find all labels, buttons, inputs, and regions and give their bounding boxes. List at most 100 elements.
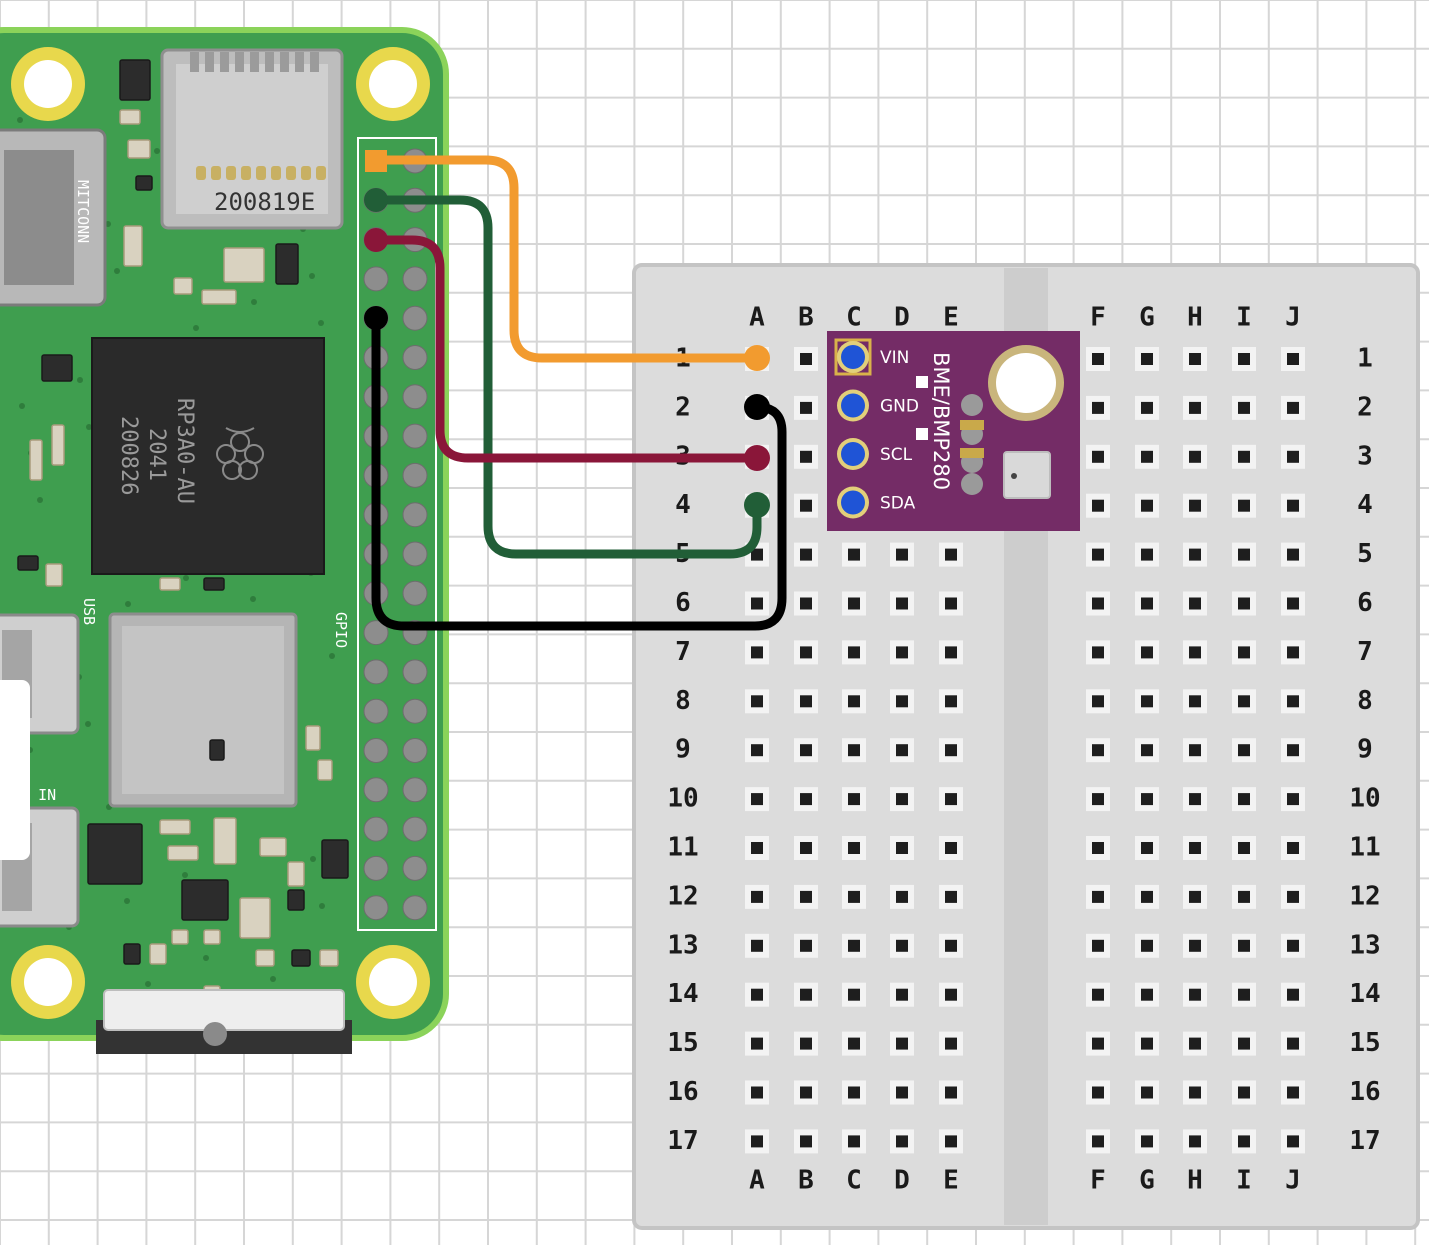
column-label-top-c: C: [846, 303, 862, 333]
row-label-right-10: 10: [1349, 784, 1380, 814]
wires: [364, 155, 787, 631]
sda-wire[interactable]: [371, 195, 762, 559]
usb-cable-edge: [0, 680, 30, 860]
row-label-left-2: 2: [675, 392, 691, 422]
column-label-top-e: E: [943, 303, 959, 333]
row-label-left-4: 4: [675, 490, 691, 520]
row-label-left-13: 13: [667, 930, 698, 960]
row-label-left-6: 6: [675, 588, 691, 618]
wireless-module-shield: [108, 612, 298, 808]
raspberry-pi-zero-board[interactable]: 200819E MITCONN RP3A0-AU 2041 200826: [0, 27, 449, 1054]
smd-components: [17, 59, 349, 1001]
row-label-left-14: 14: [667, 979, 698, 1009]
row-label-right-16: 16: [1349, 1077, 1380, 1107]
bme280-chip: [1003, 451, 1051, 499]
scl-wire-start-end: [364, 228, 388, 252]
gpio-silk-label: GPIO: [332, 612, 350, 648]
row-label-right-5: 5: [1357, 539, 1373, 569]
vin-square-pad: [834, 338, 872, 376]
usb-silk-label: USB: [80, 598, 98, 625]
sda-wire-breadboard-end[interactable]: [744, 492, 770, 518]
row-label-right-9: 9: [1357, 735, 1373, 765]
row-label-left-11: 11: [667, 833, 698, 863]
gnd-wire[interactable]: [371, 313, 787, 631]
mount-hole-bottom-right: [356, 945, 430, 1019]
row-label-right-2: 2: [1357, 392, 1373, 422]
row-label-right-12: 12: [1349, 881, 1380, 911]
sensor-marker-2: [916, 428, 928, 440]
sensor-marker-1: [916, 376, 928, 388]
column-label-top-j: J: [1285, 303, 1301, 333]
row-label-right-8: 8: [1357, 686, 1373, 716]
row-label-left-12: 12: [667, 881, 698, 911]
column-label-bottom-h: H: [1187, 1166, 1203, 1196]
camera-connector: [96, 989, 352, 1054]
sensor-pin-label-sda: SDA: [880, 494, 916, 514]
chip-line-1: RP3A0-AU: [172, 398, 197, 504]
column-label-bottom-c: C: [846, 1166, 862, 1196]
column-label-top-a: A: [749, 303, 765, 333]
sensor-pin-vin[interactable]: [841, 345, 865, 369]
column-label-bottom-a: A: [749, 1166, 765, 1196]
mitconn-label: MITCONN: [74, 180, 92, 243]
gnd-wire-breadboard-end[interactable]: [744, 394, 770, 420]
column-label-bottom-j: J: [1285, 1166, 1301, 1196]
row-label-left-17: 17: [667, 1126, 698, 1156]
row-label-left-10: 10: [667, 784, 698, 814]
sensor-pin-label-gnd: GND: [880, 397, 919, 417]
raspberry-icon: [216, 427, 264, 480]
column-label-bottom-f: F: [1090, 1166, 1106, 1196]
column-label-bottom-d: D: [894, 1166, 910, 1196]
column-label-bottom-b: B: [798, 1166, 814, 1196]
sda-wire-start-end: [364, 188, 388, 212]
row-label-right-1: 1: [1357, 344, 1373, 374]
row-label-right-7: 7: [1357, 637, 1373, 667]
sensor-pin-label-scl: SCL: [880, 445, 913, 465]
row-label-left-9: 9: [675, 735, 691, 765]
column-label-bottom-e: E: [943, 1166, 959, 1196]
column-label-top-i: I: [1236, 303, 1252, 333]
sd-slot-label: 200819E: [214, 188, 315, 216]
row-label-right-14: 14: [1349, 979, 1380, 1009]
row-label-left-15: 15: [667, 1028, 698, 1058]
mount-hole-bottom-left: [11, 945, 85, 1019]
row-label-right-3: 3: [1357, 441, 1373, 471]
column-label-top-b: B: [798, 303, 814, 333]
column-label-bottom-g: G: [1139, 1166, 1155, 1196]
vin-wire-breadboard-end[interactable]: [744, 345, 770, 371]
sensor-pin-sda[interactable]: [841, 490, 865, 515]
row-label-left-7: 7: [675, 637, 691, 667]
sensor-mount-hole: [988, 345, 1064, 421]
sensor-pin-scl[interactable]: [841, 442, 865, 466]
mount-hole-top-right: [356, 47, 430, 121]
sensor-pin-label-vin: VIN: [880, 348, 909, 368]
sensor-pin-gnd[interactable]: [841, 393, 865, 418]
row-label-right-15: 15: [1349, 1028, 1380, 1058]
column-label-top-d: D: [894, 303, 910, 333]
mount-hole-top-left: [11, 47, 85, 121]
mini-hdmi-connector: MITCONN: [0, 128, 107, 307]
column-label-top-f: F: [1090, 303, 1106, 333]
column-label-top-g: G: [1139, 303, 1155, 333]
scl-wire[interactable]: [371, 235, 762, 463]
column-label-top-h: H: [1187, 303, 1203, 333]
vin-wire[interactable]: [371, 155, 762, 363]
column-label-bottom-i: I: [1236, 1166, 1252, 1196]
chip-line-3: 200826: [116, 416, 141, 495]
pwr-in-silk-label: PWR IN: [2, 786, 56, 804]
row-label-left-16: 16: [667, 1077, 698, 1107]
soc-chip: RP3A0-AU 2041 200826: [91, 337, 325, 575]
sensor-resistor-pads: [960, 394, 984, 495]
scl-wire-breadboard-end[interactable]: [744, 445, 770, 471]
row-label-right-6: 6: [1357, 588, 1373, 618]
gnd-wire-start-end: [364, 306, 388, 330]
chip-line-2: 2041: [144, 428, 169, 481]
row-label-right-4: 4: [1357, 490, 1373, 520]
row-label-right-11: 11: [1349, 833, 1380, 863]
microsd-slot: 200819E: [160, 48, 344, 230]
row-label-right-17: 17: [1349, 1126, 1380, 1156]
